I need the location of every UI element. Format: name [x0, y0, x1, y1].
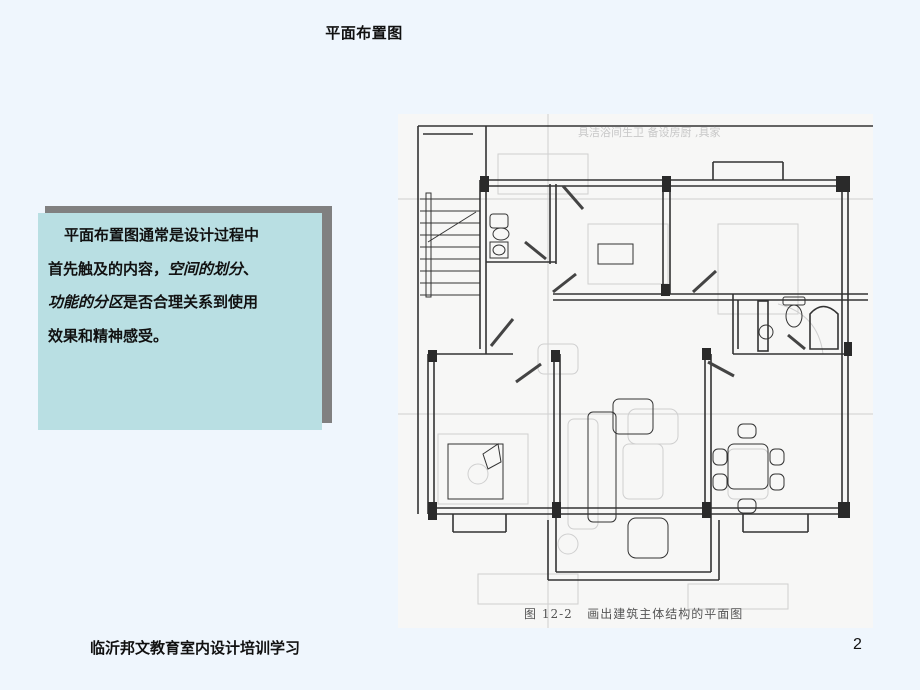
text-line-2: 首先触及的内容，空间的划分、 [48, 253, 314, 287]
page-number: 2 [853, 636, 862, 653]
text-line-3: 功能的分区是否合理关系到使用 [48, 286, 314, 320]
floor-plan-drawing: 具洁浴间生卫 备设房厨 ,具家 [398, 114, 873, 628]
footer-text: 临沂邦文教育室内设计培训学习 [90, 639, 301, 657]
scan-bleed-text: 具洁浴间生卫 备设房厨 ,具家 [578, 125, 721, 139]
slide-title: 平面布置图 [325, 24, 403, 42]
floor-plan-image: 具洁浴间生卫 备设房厨 ,具家 图 12-2 画出建筑主体结构的平面图 [398, 114, 873, 628]
description-textbox: 平面布置图通常是设计过程中 首先触及的内容，空间的划分、 功能的分区是否合理关系… [38, 213, 322, 430]
text-emphasis-space-division: 空间的划分 [168, 259, 244, 278]
text-plain: 是否合理关系到使用 [123, 293, 259, 311]
text-line-1: 平面布置图通常是设计过程中 [64, 226, 260, 244]
text-plain: 首先触及的内容， [48, 259, 169, 278]
figure-caption: 图 12-2 画出建筑主体结构的平面图 [524, 607, 744, 621]
text-emphasis-functional-zoning: 功能的分区 [48, 293, 124, 311]
text-plain: 、 [243, 259, 259, 278]
text-line-4: 效果和精神感受。 [48, 326, 169, 345]
